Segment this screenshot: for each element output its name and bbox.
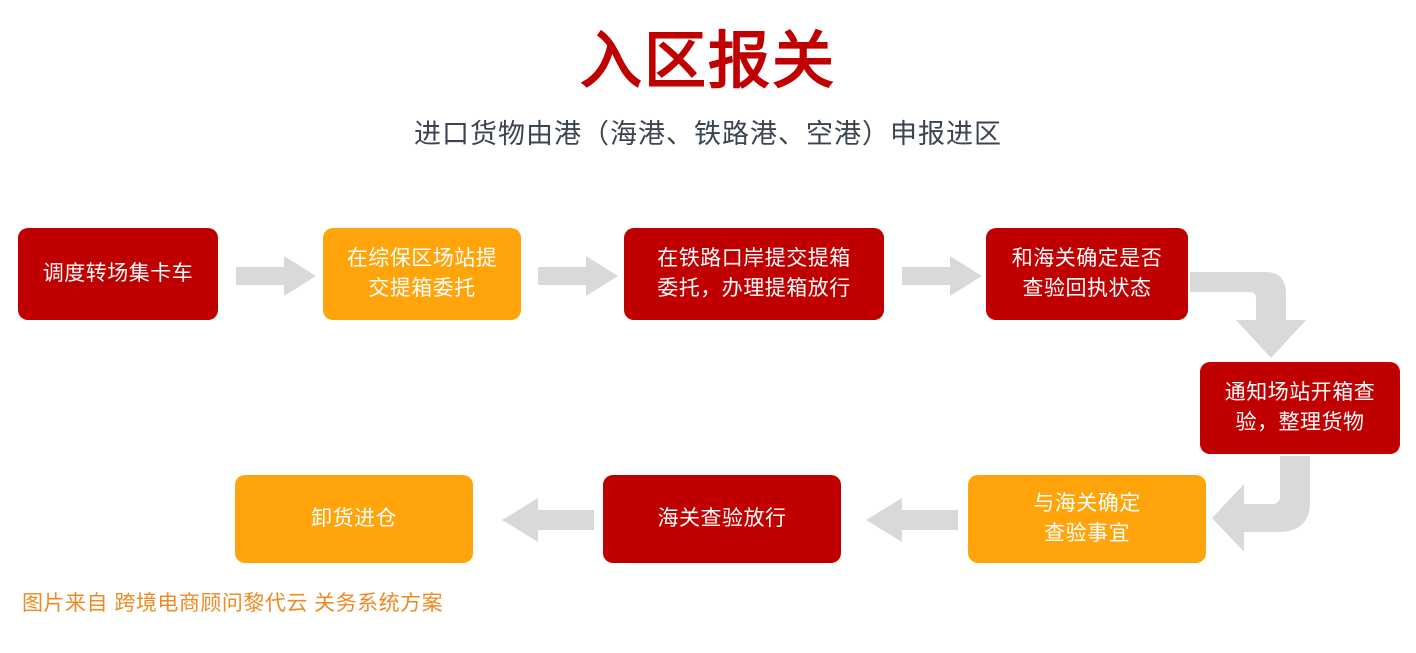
flow-node-6[interactable]: 与海关确定 查验事宜 bbox=[968, 475, 1206, 563]
page-subtitle: 进口货物由港（海港、铁路港、空港）申报进区 bbox=[414, 119, 1002, 149]
flow-node-8[interactable]: 卸货进仓 bbox=[235, 475, 473, 563]
page-title: 入区报关 bbox=[579, 27, 836, 96]
flow-node-3[interactable]: 在铁路口岸提交提箱 委托，办理提箱放行 bbox=[624, 228, 884, 320]
flow-node-2[interactable]: 在综保区场站提 交提箱委托 bbox=[323, 228, 521, 320]
arrow-node3-to-node4 bbox=[902, 256, 982, 296]
flow-node-5-label: 通知场站开箱查 验，整理货物 bbox=[1224, 380, 1376, 434]
arrow-node7-to-node8 bbox=[502, 498, 594, 542]
flow-node-1-label: 调度转场集卡车 bbox=[42, 261, 194, 285]
arrow-node6-to-node7 bbox=[866, 498, 958, 542]
arrow-node4-to-node5 bbox=[1190, 262, 1320, 362]
flow-node-3-label: 在铁路口岸提交提箱 委托，办理提箱放行 bbox=[657, 246, 851, 300]
flow-node-5[interactable]: 通知场站开箱查 验，整理货物 bbox=[1200, 362, 1400, 454]
source-credit: 图片来自 跨境电商顾问黎代云 关务系统方案 bbox=[22, 592, 444, 615]
flow-node-8-label: 卸货进仓 bbox=[311, 506, 397, 530]
flow-node-1[interactable]: 调度转场集卡车 bbox=[18, 228, 218, 320]
flow-node-4[interactable]: 和海关确定是否 查验回执状态 bbox=[986, 228, 1188, 320]
flow-node-7-label: 海关查验放行 bbox=[657, 506, 787, 530]
flow-node-4-label: 和海关确定是否 查验回执状态 bbox=[1011, 246, 1163, 300]
flow-node-7[interactable]: 海关查验放行 bbox=[603, 475, 841, 563]
arrow-node5-to-node6 bbox=[1212, 456, 1332, 556]
flow-node-2-label: 在综保区场站提 交提箱委托 bbox=[346, 246, 498, 300]
flow-node-6-label: 与海关确定 查验事宜 bbox=[1033, 491, 1141, 545]
arrow-node1-to-node2 bbox=[236, 256, 316, 296]
arrow-node2-to-node3 bbox=[538, 256, 618, 296]
